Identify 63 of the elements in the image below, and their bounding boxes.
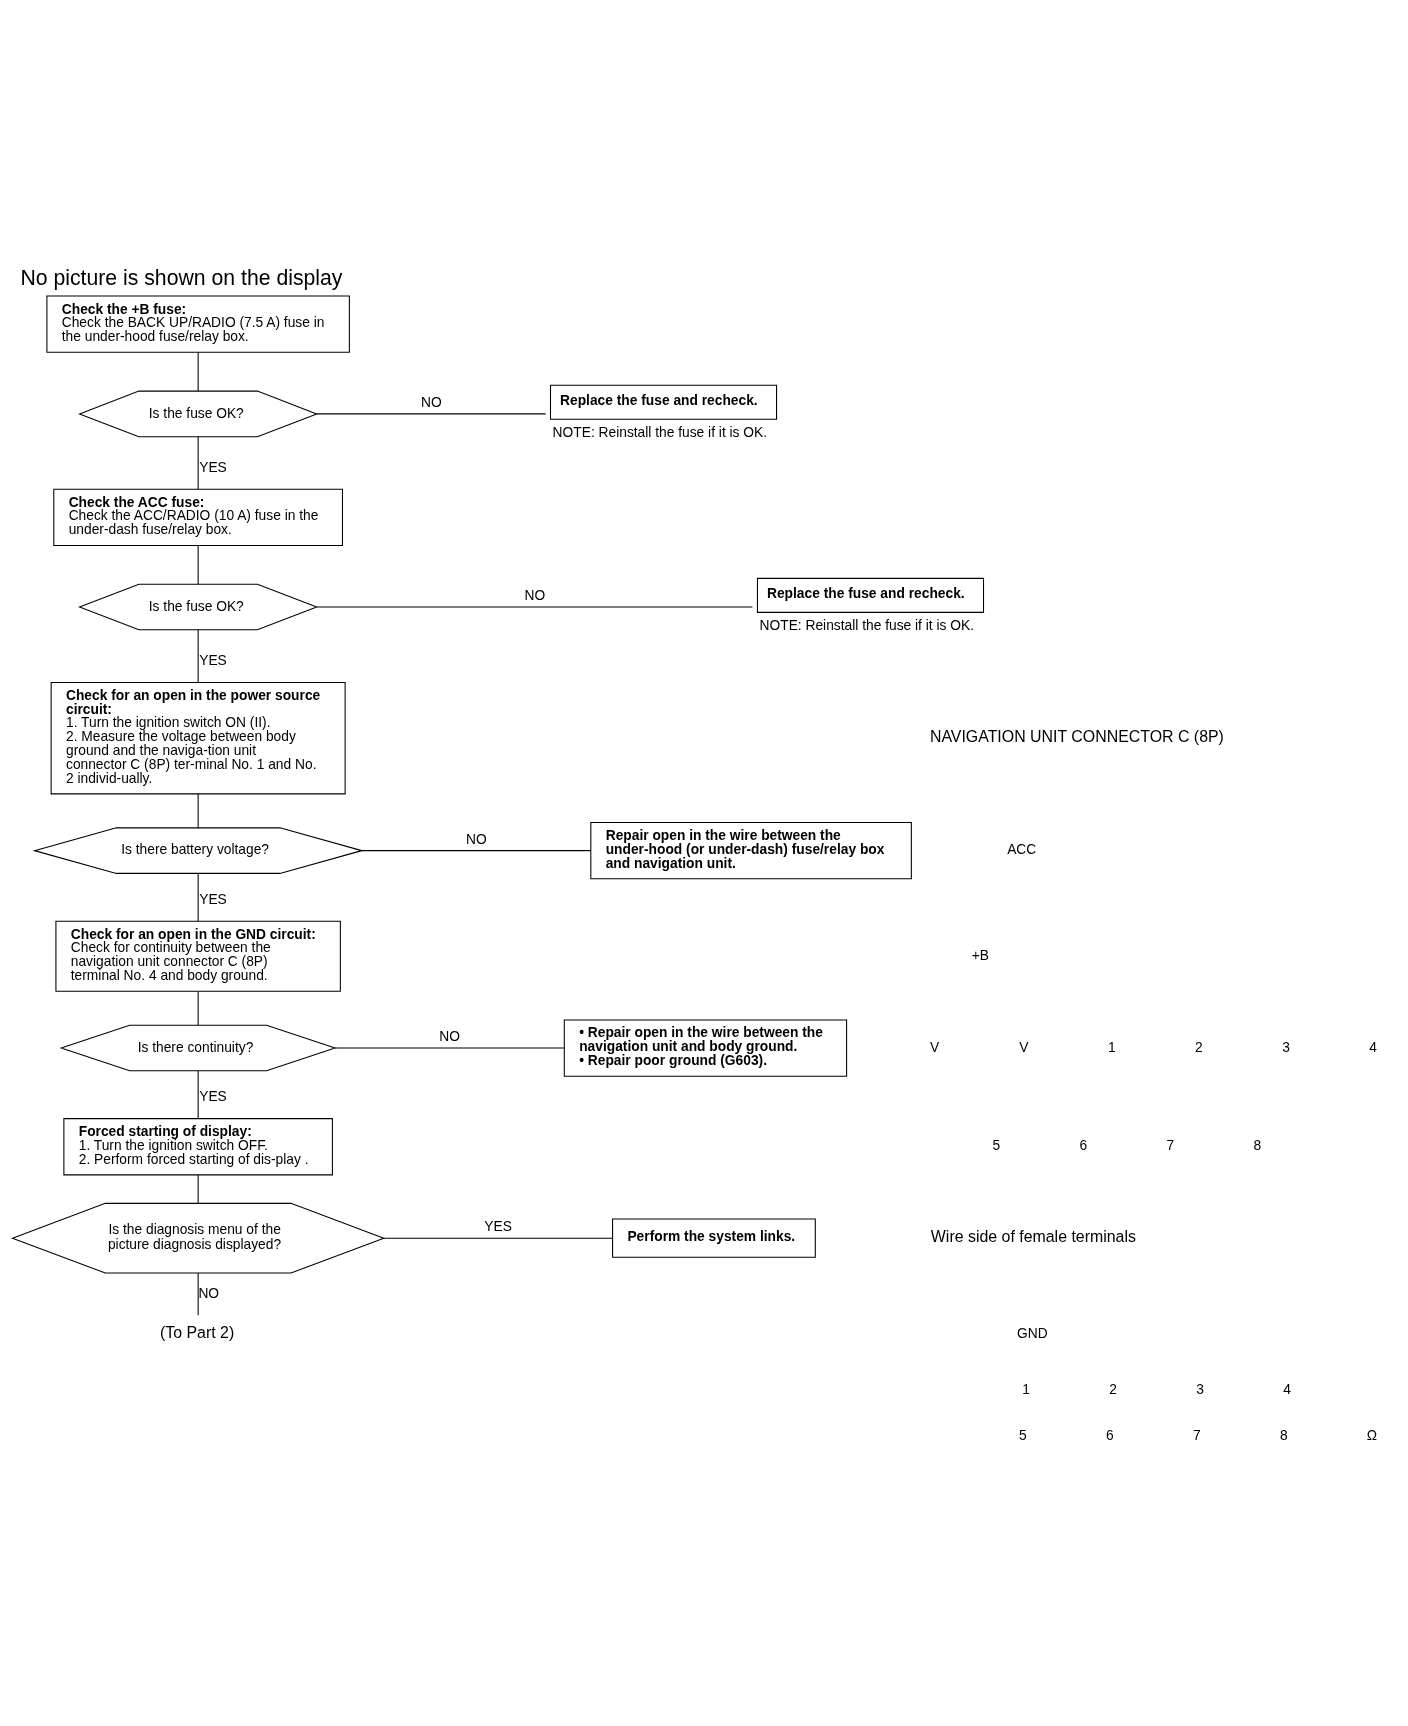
node-box: Replace the fuse and recheck. (549, 384, 778, 420)
edge-label: NO (198, 1285, 220, 1301)
label: 1 (1022, 1382, 1030, 1398)
connector (197, 1174, 199, 1204)
node-box: Check for an open in the GND circuit: Check for continuity between the navigation unit connector C (8P) terminal No. 4 and body ground. (55, 920, 341, 992)
connector (316, 606, 753, 608)
connector (383, 1237, 613, 1239)
node-box: Check the ACC fuse: Check the ACC/RADIO (10 A) fuse in the under-dash fuse/relay box. (53, 488, 343, 547)
connector (197, 435, 199, 490)
label: Ω (1366, 1427, 1378, 1443)
label: Wire side of female terminals (930, 1227, 1136, 1245)
label: V (1019, 1039, 1029, 1055)
connector (316, 413, 547, 415)
label: GND (1017, 1326, 1048, 1341)
edge-label: YES (199, 459, 227, 475)
node-box: Check the +B fuse: Check the BACK UP/RADIO (7.5 A) fuse in the under-hood fuse/relay box. (46, 295, 350, 353)
node-box: Forced starting of display: 1. Turn the ignition switch OFF. 2. Perform forced starting of dis-play . (63, 1118, 333, 1176)
label: NAVIGATION UNIT CONNECTOR C (8P) (929, 727, 1224, 745)
node-text: (To Part 2) (159, 1324, 235, 1342)
connector (361, 850, 592, 852)
connector (197, 629, 199, 683)
node-box: • Repair open in the wire between the navigation unit and body ground. • Repair poor ground (G603). (563, 1019, 848, 1077)
connector (197, 545, 199, 585)
label: 6 (1079, 1138, 1088, 1154)
label: 3 (1282, 1039, 1290, 1055)
node-box: Perform the system links. (612, 1218, 816, 1258)
label: 6 (1105, 1427, 1114, 1443)
connector (197, 351, 199, 392)
edge-label: NO (466, 831, 487, 847)
label: 4 (1369, 1039, 1377, 1055)
label: 2 (1109, 1382, 1117, 1398)
label: 5 (1018, 1427, 1027, 1443)
label: V (930, 1039, 940, 1055)
label: ACC (1007, 842, 1037, 858)
node-box: Replace the fuse and recheck. (756, 577, 985, 613)
node-label: NOTE: Reinstall the fuse if it is OK. (552, 424, 768, 440)
connector (197, 793, 199, 829)
connector (197, 873, 199, 922)
label: 5 (992, 1138, 1001, 1154)
edge-label: NO (439, 1029, 461, 1045)
label: 3 (1196, 1382, 1204, 1398)
label: 8 (1253, 1138, 1262, 1154)
connector (334, 1047, 565, 1049)
node-label: NOTE: Reinstall the fuse if it is OK. (759, 617, 975, 633)
edge-label: YES (199, 1088, 227, 1104)
diagram-title: No picture is shown on the display (20, 266, 343, 290)
edge-label: YES (199, 652, 227, 668)
node-box: Repair open in the wire between the under-hood (or under-dash) fuse/relay box and navigation unit. (590, 821, 912, 880)
edge-label: NO (420, 394, 442, 410)
label: 4 (1283, 1382, 1291, 1398)
connector (197, 991, 199, 1026)
connector (197, 1272, 199, 1316)
edge-label: YES (199, 891, 227, 907)
label: 1 (1108, 1039, 1116, 1055)
edge-label: YES (484, 1219, 512, 1235)
label: 2 (1195, 1039, 1203, 1055)
connector (197, 1070, 199, 1119)
label: 7 (1166, 1138, 1175, 1154)
edge-label: NO (524, 588, 546, 604)
label: 7 (1193, 1427, 1201, 1443)
label: +B (971, 947, 989, 963)
node-box: Check for an open in the power source circuit: 1. Turn the ignition switch ON (II). 2. Measure the voltage between body ground and the naviga-tion unit connector C (8P) ter-minal No. 1 and No. 2 individ-ually. (50, 681, 346, 795)
label: 8 (1280, 1427, 1288, 1443)
